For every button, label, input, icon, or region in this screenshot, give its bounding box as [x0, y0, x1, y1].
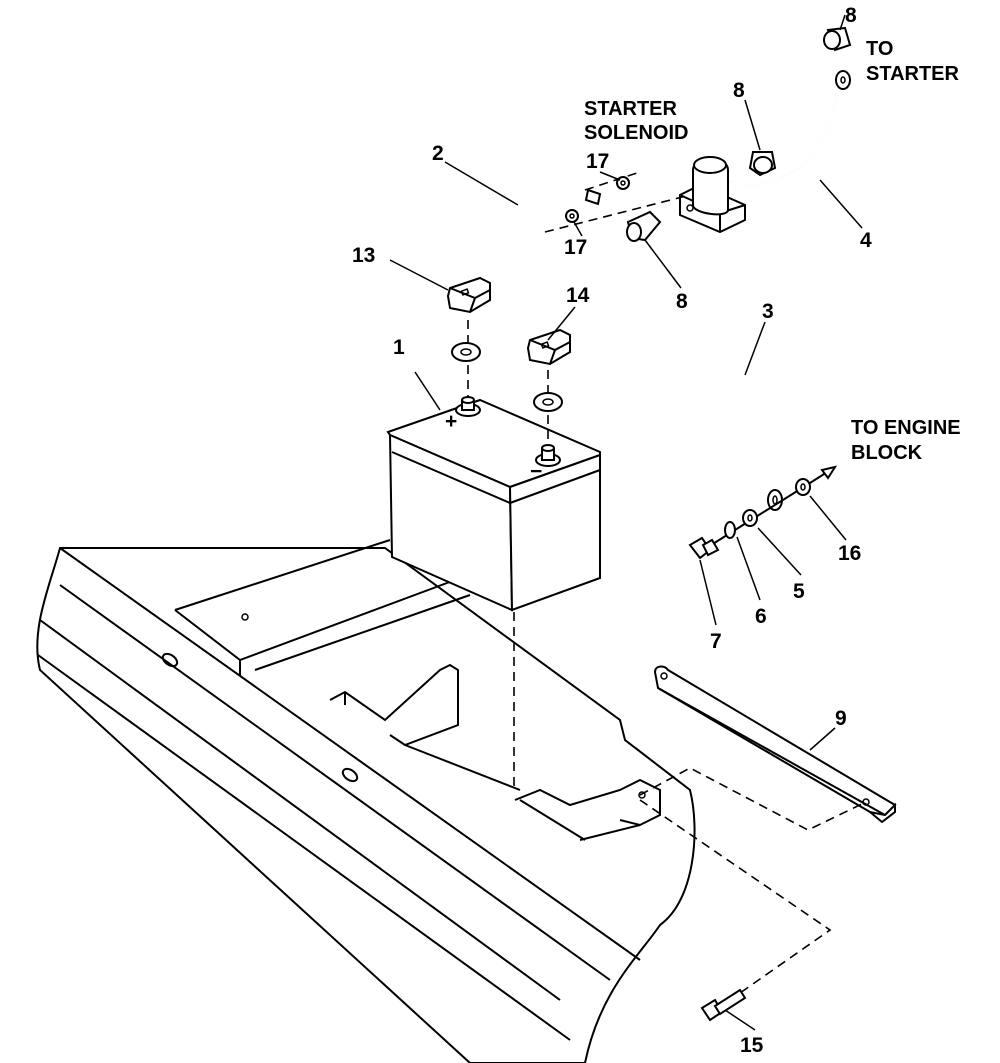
callout-8-upper: 8: [733, 79, 745, 102]
to-engine-block-label-line1: TO ENGINE: [851, 417, 961, 439]
hold-down-bar-9: [653, 665, 897, 824]
washer-5: [742, 509, 758, 527]
bolt-15: [700, 988, 747, 1022]
terminal-boot-8-top: [823, 26, 852, 52]
battery: + −: [386, 396, 601, 612]
callout-2: 2: [432, 142, 444, 165]
callout-9: 9: [835, 707, 847, 730]
washer-16: [795, 478, 811, 496]
starter-solenoid: [679, 156, 746, 234]
terminal-cover-14: [526, 328, 571, 366]
lockwasher-6: [724, 521, 736, 539]
positive-cable-2: [451, 180, 602, 362]
callout-8-top: 8: [845, 4, 857, 27]
callout-17-upper: 17: [586, 150, 609, 173]
callout-14: 14: [566, 284, 590, 307]
positive-post: [455, 396, 481, 417]
starter-solenoid-label-line2: SOLENOID: [584, 122, 688, 144]
terminal-cover-13: [446, 276, 491, 314]
callout-7: 7: [710, 630, 722, 653]
terminal-boot-8-upper: [748, 151, 777, 177]
callout-16: 16: [838, 542, 861, 565]
callout-5: 5: [793, 580, 805, 603]
to-starter-label-line2: STARTER: [866, 63, 960, 85]
negative-cable-3: [533, 372, 783, 511]
notes: TO STARTER STARTER SOLENOID TO ENGINE BL…: [584, 38, 961, 464]
starter-solenoid-label-line1: STARTER: [584, 98, 678, 120]
callout-3: 3: [762, 300, 774, 323]
positive-terminal-mark: +: [445, 410, 457, 433]
engine-block-arrow: [809, 465, 838, 484]
callout-8-lower: 8: [676, 290, 688, 313]
nut-17-lower: [565, 209, 579, 223]
callout-17-lower: 17: [564, 236, 587, 259]
to-engine-block-label-line2: BLOCK: [851, 442, 923, 464]
callouts: 1 2 3 4 5 6 7 8 8 8 9 13 14 15 16 17 17: [352, 4, 872, 1057]
bolt-7: [688, 536, 720, 560]
callout-15: 15: [740, 1034, 764, 1057]
negative-terminal-mark: −: [530, 460, 542, 483]
to-starter-label-line1: TO: [866, 38, 893, 60]
terminal-boot-8-lower: [626, 210, 662, 242]
leader-lines: [389, 14, 863, 1031]
callout-13: 13: [352, 244, 375, 267]
callout-4: 4: [860, 229, 872, 252]
starter-cable-4: [729, 70, 851, 186]
callout-1: 1: [393, 336, 405, 359]
chassis-frame: [36, 539, 696, 1063]
callout-6: 6: [755, 605, 767, 628]
